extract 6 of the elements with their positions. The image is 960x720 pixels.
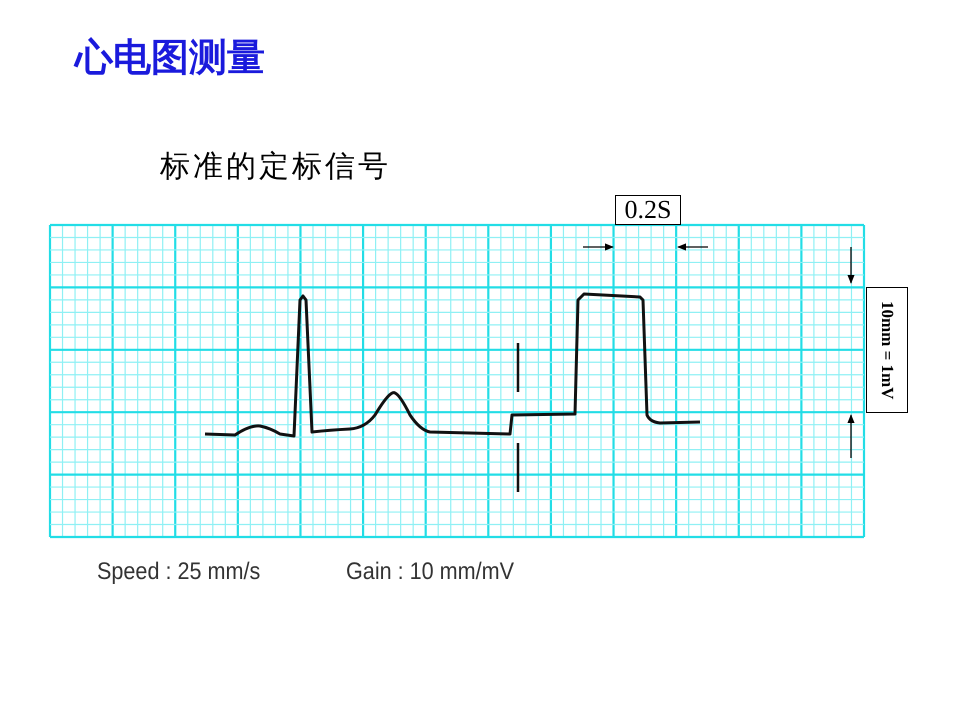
subtitle: 标准的定标信号 bbox=[160, 148, 391, 186]
speed-label: Speed : 25 mm/s bbox=[97, 558, 260, 586]
voltage-scale-box: 10mm = 1mV bbox=[866, 287, 908, 413]
title: 心电图测量 bbox=[75, 34, 265, 81]
gain-label: Gain : 10 mm/mV bbox=[346, 558, 514, 586]
time-scale-box: 0.2S bbox=[615, 195, 681, 225]
